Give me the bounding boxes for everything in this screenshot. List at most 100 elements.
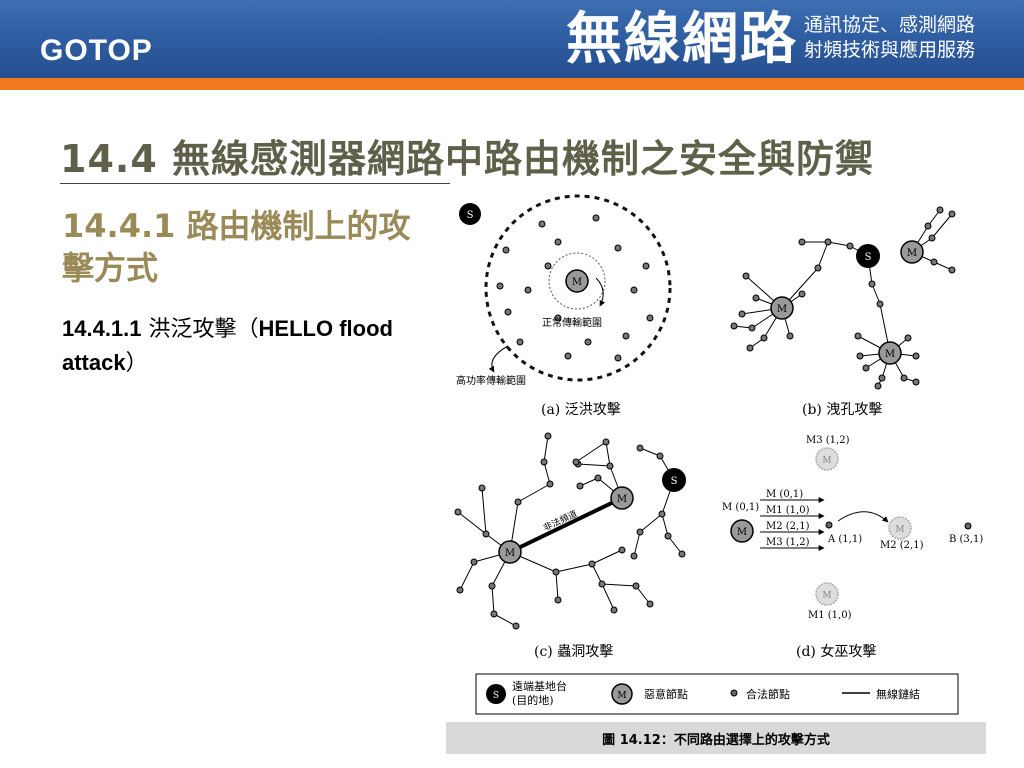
arrow-label: M1 (1,0) (766, 505, 810, 516)
wormhole-tunnel (509, 496, 623, 554)
wireless-link (491, 585, 495, 615)
legal-node (614, 354, 622, 362)
panel-b-label: (b) 洩孔攻擊 (802, 401, 882, 418)
legal-node (514, 498, 522, 506)
legal-node (746, 344, 754, 352)
svg-text:S: S (493, 691, 499, 701)
legal-node (576, 482, 584, 490)
node-a-label: A (1,1) (827, 534, 862, 545)
routing-attack-figure: S M 正常傳輸範圍 高功率傳輸範圍 (a) 泛洪攻擊 S M M M (b) … (446, 194, 986, 754)
base-station-node (459, 203, 481, 225)
gotop-logo: GOTOP (40, 34, 153, 67)
wireless-link (577, 463, 611, 467)
high-power-range-label: 高功率傳輸範圍 (456, 374, 526, 387)
wireless-link (633, 531, 641, 557)
legal-node (798, 238, 806, 246)
legal-node (482, 530, 490, 538)
m01-label: M (0,1) (722, 502, 759, 513)
base-station-node (662, 468, 686, 492)
svg-text:M: M (822, 456, 831, 466)
subsection-heading: 14.4.1.1 洪泛攻擊（HELLO flood attack） (62, 312, 442, 380)
svg-text:M: M (885, 349, 895, 360)
wireless-link (543, 435, 549, 463)
legend-legal-icon (730, 689, 738, 697)
subsection-close: ） (125, 351, 148, 376)
brand-title: 無線網路 (566, 6, 798, 72)
wireless-link (459, 561, 475, 591)
wireless-link (817, 241, 829, 269)
svg-text:M: M (822, 591, 831, 601)
legal-node (554, 238, 562, 246)
panel-d-sybil: M3 (1,2) M M (0,1) M M (0,1) M1 (1,0) M2… (722, 435, 983, 660)
legal-node (584, 338, 592, 346)
a-to-m2-arrow (837, 511, 889, 523)
node-b-label: B (3,1) (949, 534, 983, 545)
svg-text:S: S (467, 210, 474, 221)
legal-node (490, 610, 498, 618)
panel-b-sinkhole: S M M M (b) 洩孔攻擊 (730, 206, 956, 418)
legal-node (470, 558, 478, 566)
legal-node (544, 262, 552, 270)
wireless-link (605, 441, 611, 467)
figure-legend: S 遠端基地台 (目的地) M 惡意節點 合法節點 無線鏈結 (475, 673, 959, 715)
legal-node (738, 310, 746, 318)
legal-node (594, 474, 602, 482)
legal-node (546, 480, 554, 488)
legal-node (924, 222, 932, 230)
header-accent-stripe (0, 78, 1024, 90)
legal-node (618, 546, 626, 554)
legal-node (632, 582, 640, 590)
legend-base-station-line2: (目的地) (512, 693, 554, 707)
legal-node (502, 246, 510, 254)
malicious-node (730, 519, 754, 543)
legal-node (554, 596, 562, 604)
svg-text:M: M (505, 548, 515, 559)
legal-node (496, 282, 504, 290)
svg-text:M: M (777, 304, 787, 315)
svg-text:M: M (895, 525, 904, 535)
legal-node (874, 382, 882, 390)
legal-node (540, 458, 548, 466)
wireless-link (601, 583, 637, 587)
legal-node (664, 532, 672, 540)
arrow-label: M (0,1) (766, 489, 803, 500)
legal-node (856, 352, 864, 360)
malicious-node (770, 296, 794, 320)
legal-node (948, 266, 956, 274)
legal-node (678, 550, 686, 558)
legal-node (524, 286, 532, 294)
legend-malicious-icon (611, 683, 633, 705)
malicious-node (565, 269, 589, 293)
legal-node (630, 552, 638, 560)
sybil-identity-m2 (888, 516, 912, 540)
legal-node (656, 452, 664, 460)
subsection-english: HELLO flood attack (62, 316, 393, 375)
legal-node (742, 272, 750, 280)
legal-node (824, 238, 832, 246)
wireless-link (639, 447, 661, 457)
wireless-link (667, 535, 683, 555)
m1-label: M1 (1,0) (808, 610, 852, 621)
legal-node (516, 338, 524, 346)
legal-node (936, 206, 944, 214)
base-station-node (856, 244, 880, 268)
legend-malicious-label: 惡意節點 (644, 687, 688, 701)
svg-text:S: S (865, 252, 872, 263)
legal-node (786, 332, 794, 340)
legal-node (610, 606, 618, 614)
wireless-link (493, 613, 517, 627)
slide-title: 14.4 無線感測器網路中路由機制之安全與防禦 (60, 137, 874, 181)
subsection-number: 14.4.1.1 (62, 316, 142, 341)
normal-range-circle (548, 252, 606, 310)
legal-node (760, 334, 768, 342)
panel-d-label: (d) 女巫攻擊 (796, 643, 876, 660)
legal-node (564, 352, 572, 360)
legal-node (748, 324, 756, 332)
legend-base-station-line1: 遠端基地台 (512, 679, 567, 693)
legal-node (512, 622, 520, 630)
legal-node (862, 364, 870, 372)
legal-node (454, 508, 462, 516)
links-b (733, 209, 953, 387)
malicious-node (878, 341, 902, 365)
legal-node (614, 244, 622, 252)
